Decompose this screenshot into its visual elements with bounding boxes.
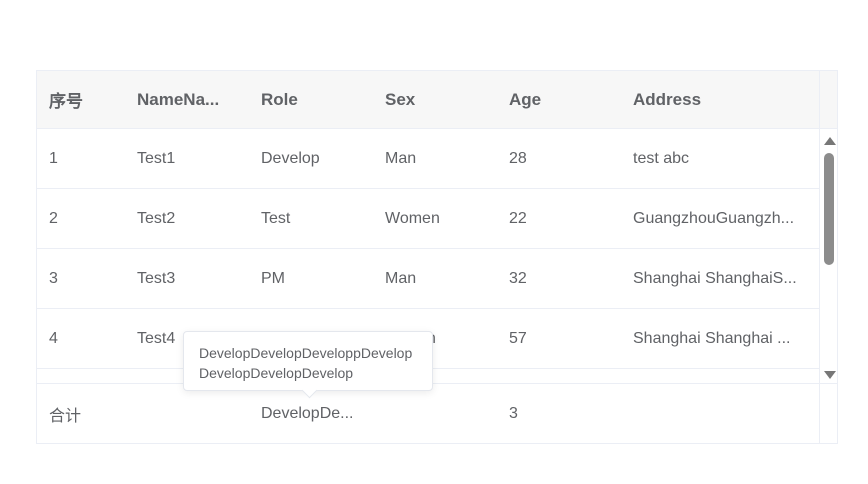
overflow-tooltip: DevelopDevelopDeveloppDevelopDevelopDeve… xyxy=(183,331,433,399)
footer-role[interactable]: DevelopDe... xyxy=(261,404,354,422)
cell-role: Develop xyxy=(261,149,320,167)
cell-seq: 3 xyxy=(49,269,58,287)
cell-seq: 1 xyxy=(49,149,58,167)
cell-age: 22 xyxy=(509,209,527,227)
cell-name: Test3 xyxy=(137,269,176,287)
footer-gutter xyxy=(819,383,837,443)
table-header: 序号 NameNa... Role Sex Age Address xyxy=(37,71,819,129)
table-row[interactable]: 3 Test3 PM Man 32 Shanghai ShanghaiS... xyxy=(37,249,819,309)
cell-role: Test xyxy=(261,209,291,227)
footer-label: 合计 xyxy=(49,407,82,425)
header-address[interactable]: Address xyxy=(633,89,702,109)
cell-sex: Man xyxy=(385,269,417,287)
scroll-up-arrow-icon[interactable] xyxy=(824,137,836,145)
cell-name: Test2 xyxy=(137,209,176,227)
footer-address xyxy=(621,384,819,443)
data-table: 序号 NameNa... Role Sex Age Address 1 Test… xyxy=(36,70,838,444)
footer-name xyxy=(125,384,249,443)
vertical-scrollbar[interactable] xyxy=(819,129,837,383)
cell-name: Test1 xyxy=(137,149,176,167)
footer-sex xyxy=(373,384,497,443)
cell-sex: Women xyxy=(385,209,440,227)
cell-seq: 4 xyxy=(49,329,58,347)
header-age[interactable]: Age xyxy=(509,89,542,109)
cell-address: Shanghai Shanghai ... xyxy=(633,329,791,347)
scroll-down-arrow-icon[interactable] xyxy=(824,371,836,379)
cell-seq: 2 xyxy=(49,209,58,227)
header-sex[interactable]: Sex xyxy=(385,89,416,109)
header-gutter xyxy=(819,71,837,129)
cell-age: 57 xyxy=(509,329,527,347)
cell-age: 32 xyxy=(509,269,527,287)
table-row[interactable]: 1 Test1 Develop Man 28 test abc xyxy=(37,129,819,189)
cell-role: PM xyxy=(261,269,285,287)
header-name[interactable]: NameNa... xyxy=(137,89,220,109)
cell-address: Shanghai ShanghaiS... xyxy=(633,269,797,287)
scrollbar-thumb[interactable] xyxy=(824,153,834,265)
table-row[interactable]: 2 Test2 Test Women 22 GuangzhouGuangzh..… xyxy=(37,189,819,249)
header-role[interactable]: Role xyxy=(261,89,298,109)
cell-sex: Man xyxy=(385,149,417,167)
cell-age: 28 xyxy=(509,149,527,167)
table-body: 1 Test1 Develop Man 28 test abc 2 Test2 … xyxy=(37,129,819,383)
cell-address: test abc xyxy=(633,149,690,167)
cell-address: GuangzhouGuangzh... xyxy=(633,209,795,227)
table-footer-summary: 合计 DevelopDe... 3 xyxy=(37,383,819,443)
footer-age: 3 xyxy=(509,404,518,422)
tooltip-text: DevelopDevelopDeveloppDevelopDevelopDeve… xyxy=(199,345,413,381)
header-seq[interactable]: 序号 xyxy=(49,92,83,111)
cell-name: Test4 xyxy=(137,329,176,347)
